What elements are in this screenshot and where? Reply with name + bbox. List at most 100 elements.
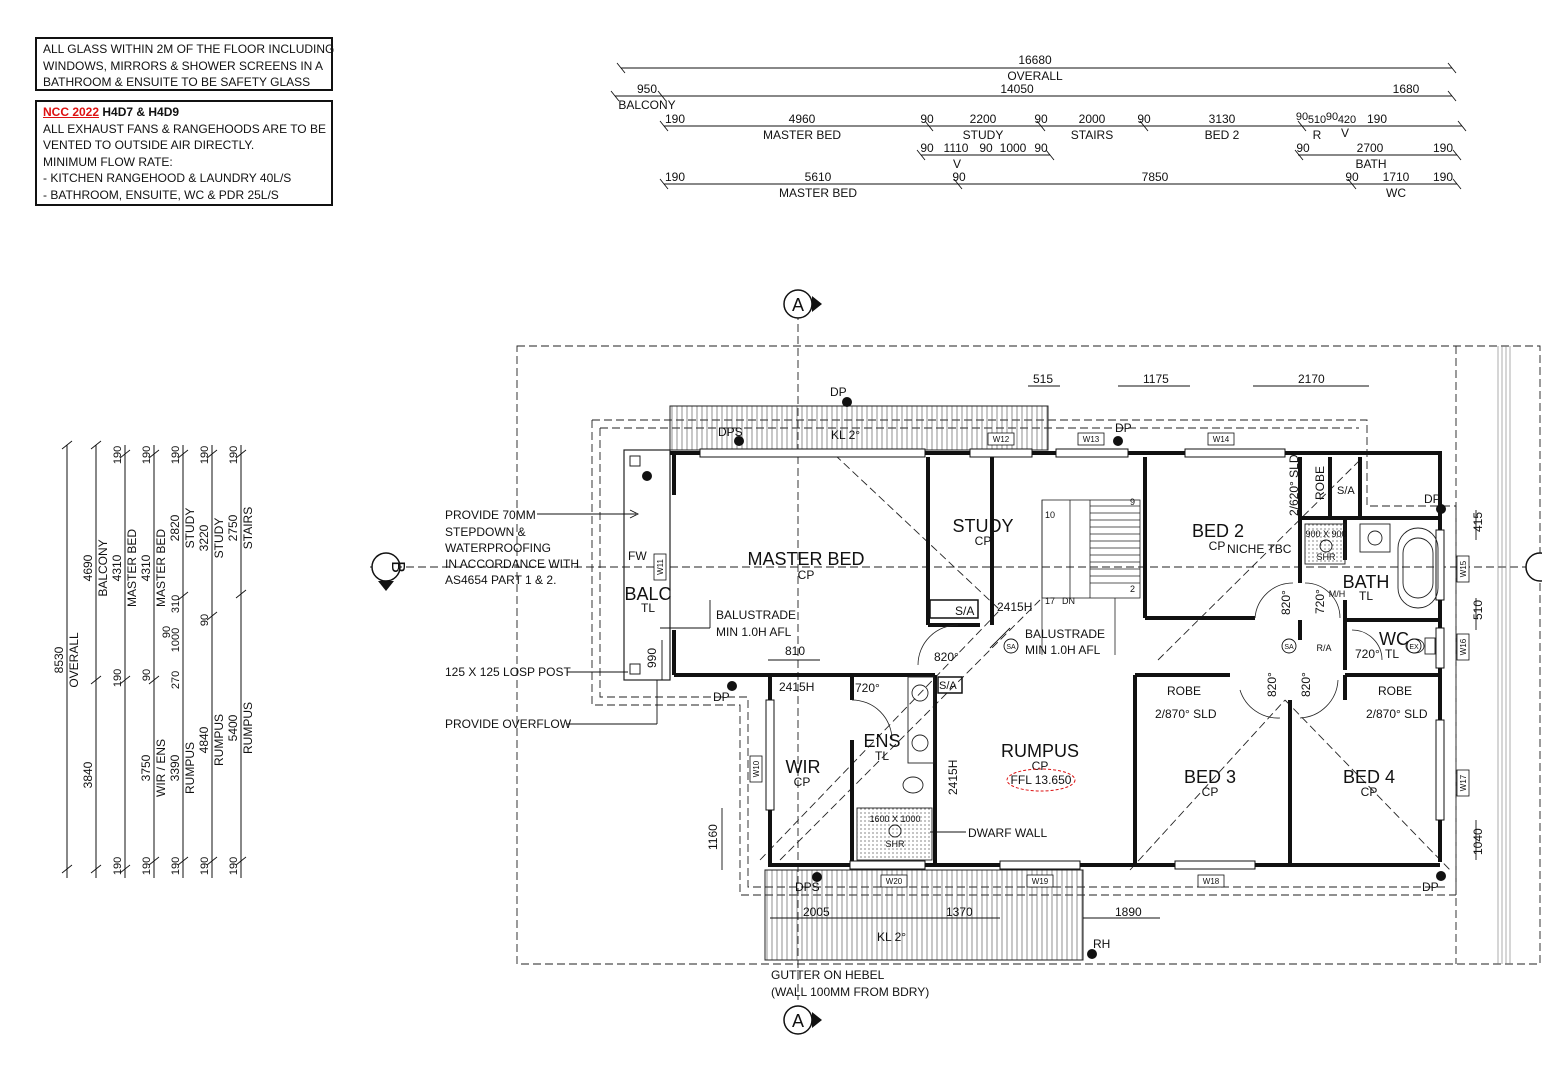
gutter-note: (WALL 100MM FROM BDRY) (771, 985, 929, 999)
dim-rumpus-c: RUMPUS (241, 702, 255, 754)
dim-3750: 3750 (139, 754, 153, 781)
left-dimensions (61, 440, 247, 878)
height-label: 2415H (779, 680, 814, 694)
dp-label: DP (830, 385, 847, 399)
dim-study-b: STUDY (212, 518, 226, 559)
dim-1000: 1000 (170, 628, 182, 652)
dwarf-wall-note: DWARF WALL (968, 826, 1047, 840)
sld-label: 2/620° SLD (1287, 454, 1301, 516)
window-tags: W12 W13 W14 W11 W15 W16 W10 W17 W20 W19 … (653, 432, 1470, 888)
post (629, 663, 641, 675)
dim-text: 190 (1433, 141, 1453, 155)
dim-wir-ens: WIR / ENS (154, 739, 168, 797)
dim-text: 90 (979, 141, 993, 155)
window-tag: W18 (1203, 877, 1220, 886)
window-tag: W11 (656, 559, 665, 575)
dim-text: 2700 (1357, 141, 1384, 155)
gutter-note: GUTTER ON HEBEL (771, 968, 885, 982)
dim-label: MASTER BED (779, 186, 857, 200)
dim-4840: 4840 (197, 726, 211, 753)
fence-strip (1497, 346, 1511, 964)
dim-810: 810 (785, 644, 805, 658)
dim-text: 90 (920, 112, 934, 126)
dim-text: 1710 (1383, 170, 1410, 184)
dim-balcony-value: 950 (637, 82, 657, 96)
ra-label: R/A (1316, 643, 1331, 653)
dim-rumpus-a: RUMPUS (183, 742, 197, 794)
dim-balcony-label: BALCONY (618, 98, 675, 112)
balustrade-note: BALUSTRADE (1025, 627, 1105, 641)
section-a-label: A (792, 1011, 804, 1031)
finish-cp: CP (1202, 785, 1219, 799)
door-820: 820° (1279, 590, 1293, 615)
ens-sa: S/A (939, 680, 957, 692)
dim-8530: 8530 (52, 646, 66, 673)
dim-2170: 2170 (1298, 372, 1325, 386)
dim-415: 415 (1471, 512, 1485, 532)
downpipes (642, 397, 1446, 959)
finish-cp: CP (798, 568, 815, 582)
dim-90: 90 (161, 626, 173, 638)
dps-label: DPS (795, 880, 820, 894)
dim-5400: 5400 (226, 714, 240, 741)
note-line: ALL EXHAUST FANS & RANGEHOODS ARE TO BE (43, 121, 326, 136)
dim-label: STUDY (963, 128, 1004, 142)
room-finishes: CP CP CP TL TL TL CP TL CP CP CP (641, 534, 1399, 799)
dim-text: 3130 (1209, 112, 1236, 126)
balustrade-note: MIN 1.0H AFL (716, 625, 792, 639)
dim-text: 90 (1034, 112, 1048, 126)
room-bed4: BED 4 (1343, 767, 1395, 787)
dim-2820: 2820 (168, 514, 182, 541)
dim-1175: 1175 (1143, 372, 1169, 386)
stair-label: 17 (1045, 596, 1055, 606)
dim-text: 190 (1433, 170, 1453, 184)
room-bed3: BED 3 (1184, 767, 1236, 787)
dim-1370: 1370 (946, 905, 973, 919)
dim-4310-b: 4310 (139, 554, 153, 581)
window-openings (699, 448, 1445, 870)
dim-text: 90 (1296, 141, 1310, 155)
stair-labels: 10 9 17 2 DN (1045, 497, 1135, 606)
finish-cp: CP (975, 534, 992, 548)
sa-symbol: SA (1284, 644, 1294, 651)
shower-size-2: 900 X 900 (1305, 529, 1346, 539)
dim-text: 90 (1345, 170, 1359, 184)
window-tag: W15 (1459, 560, 1468, 577)
ffl-label: FFL 13.650 (1011, 773, 1072, 787)
stair-label: 2 (1130, 584, 1135, 594)
section-markers (371, 289, 1542, 1035)
dim-190: 190 (112, 669, 124, 687)
shower-label: SHR (885, 839, 905, 849)
top-balcony-hatch (669, 405, 1049, 451)
dim-1040: 1040 (1471, 828, 1485, 855)
room-wir: WIR (786, 757, 821, 777)
dim-3840: 3840 (81, 761, 95, 788)
door-720: 720° (1355, 647, 1380, 661)
bath-tub (1397, 527, 1439, 609)
dim-label: R (1313, 128, 1322, 142)
dim-14050: 14050 (1000, 82, 1034, 96)
room-study: STUDY (952, 516, 1013, 536)
post (629, 455, 641, 467)
dim-masterbed-b: MASTER BED (154, 529, 168, 607)
dim-text: 420 (1338, 114, 1356, 126)
niche-label: NICHE TBC (1227, 542, 1292, 556)
dim-text: 90 (1326, 111, 1338, 123)
room-wc: WC (1379, 629, 1409, 649)
window-tag: W14 (1213, 435, 1230, 444)
dim-1890: 1890 (1115, 905, 1142, 919)
finish-cp: CP (1032, 759, 1049, 773)
note-line: WINDOWS, MIRRORS & SHOWER SCREENS IN A (43, 58, 324, 73)
dim-3390: 3390 (168, 754, 182, 781)
window-tag: W10 (752, 760, 761, 777)
stair-dn: DN (1062, 596, 1075, 606)
dim-rumpus-b: RUMPUS (212, 714, 226, 766)
window-tag: W16 (1459, 638, 1468, 655)
dim-text: 4960 (789, 112, 816, 126)
dim-label: V (953, 157, 961, 171)
dim-label: WC (1386, 186, 1406, 200)
ncc-exhaust-note: NCC 2022 H4D7 & H4D9 ALL EXHAUST FANS & … (35, 100, 333, 206)
stepdown-note: AS4654 PART 1 & 2. (445, 573, 556, 587)
dim-text: 90 (952, 170, 966, 184)
